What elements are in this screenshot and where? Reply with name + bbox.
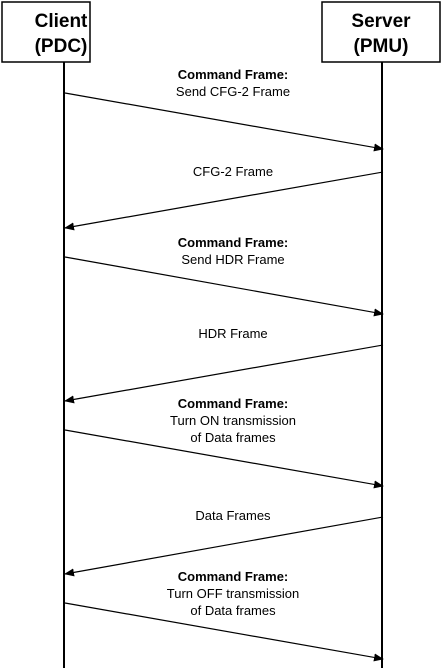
message-1: Command Frame: Send CFG-2 Frame [64, 67, 384, 152]
message-title: Command Frame: [178, 67, 289, 82]
message-5: Command Frame: Turn ON transmission of Dat… [64, 396, 384, 489]
message-label: Turn OFF transmission [167, 586, 299, 601]
message-label: of Data frames [190, 603, 276, 618]
message-label: HDR Frame [198, 326, 267, 341]
server-name: Server [351, 11, 411, 32]
message-2: CFG-2 Frame [64, 164, 384, 231]
message-label: Send CFG-2 Frame [176, 84, 290, 99]
message-label: Send HDR Frame [181, 252, 284, 267]
message-arrow [64, 171, 384, 231]
message-title: Command Frame: [178, 396, 289, 411]
message-arrow [64, 516, 384, 577]
message-arrow [64, 92, 384, 152]
message-4: HDR Frame [64, 326, 384, 404]
server-box [321, 1, 441, 63]
message-label: CFG-2 Frame [193, 164, 273, 179]
message-arrow [64, 256, 384, 317]
message-arrow [64, 602, 384, 662]
client-role: (PDC) [35, 36, 88, 57]
client-name: Client [35, 11, 88, 32]
message-title: Command Frame: [178, 235, 289, 250]
message-6: Data Frames [64, 508, 384, 577]
message-arrow [64, 344, 384, 404]
message-label: Data Frames [195, 508, 271, 523]
server-actor: Server (PMU) [321, 1, 441, 63]
message-arrow [64, 429, 384, 489]
message-title: Command Frame: [178, 569, 289, 584]
server-role: (PMU) [354, 36, 409, 57]
message-3: Command Frame: Send HDR Frame [64, 235, 384, 317]
message-label: Turn ON transmission [170, 413, 296, 428]
client-actor: Client (PDC) [1, 1, 91, 63]
client-box [1, 1, 91, 63]
message-7: Command Frame: Turn OFF transmission of Da… [64, 569, 384, 662]
message-label: of Data frames [190, 430, 276, 445]
